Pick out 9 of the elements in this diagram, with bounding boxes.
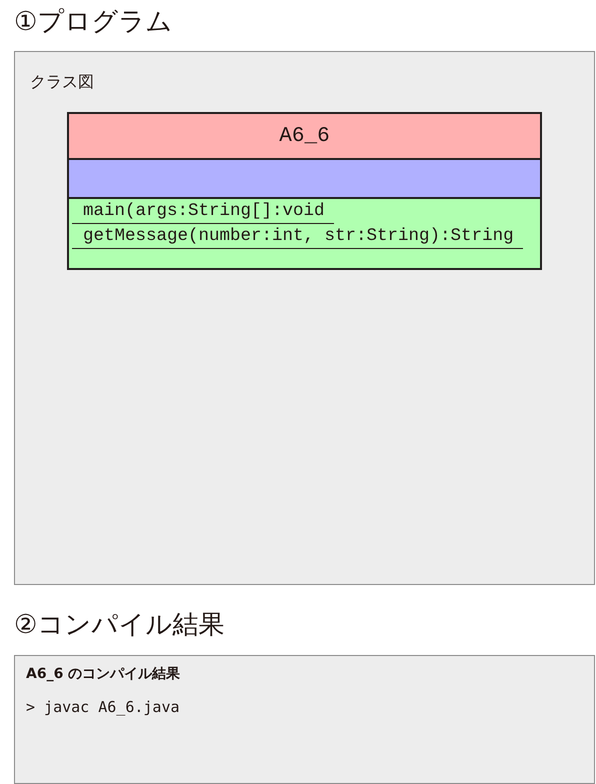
method-signature: getMessage(number:int, str:String):String xyxy=(72,225,523,249)
command-line: > javac A6_6.java xyxy=(26,697,180,717)
panel-caption: クラス図 xyxy=(30,72,94,92)
section-heading: ①プログラム xyxy=(14,6,172,38)
method-signature: main(args:String[]:void xyxy=(72,200,334,224)
class-name-compartment: A6_6 xyxy=(69,114,540,160)
class-box xyxy=(67,112,542,270)
section-heading: ②コンパイル結果 xyxy=(14,609,224,641)
panel-caption: A6_6 のコンパイル結果 xyxy=(26,665,180,683)
